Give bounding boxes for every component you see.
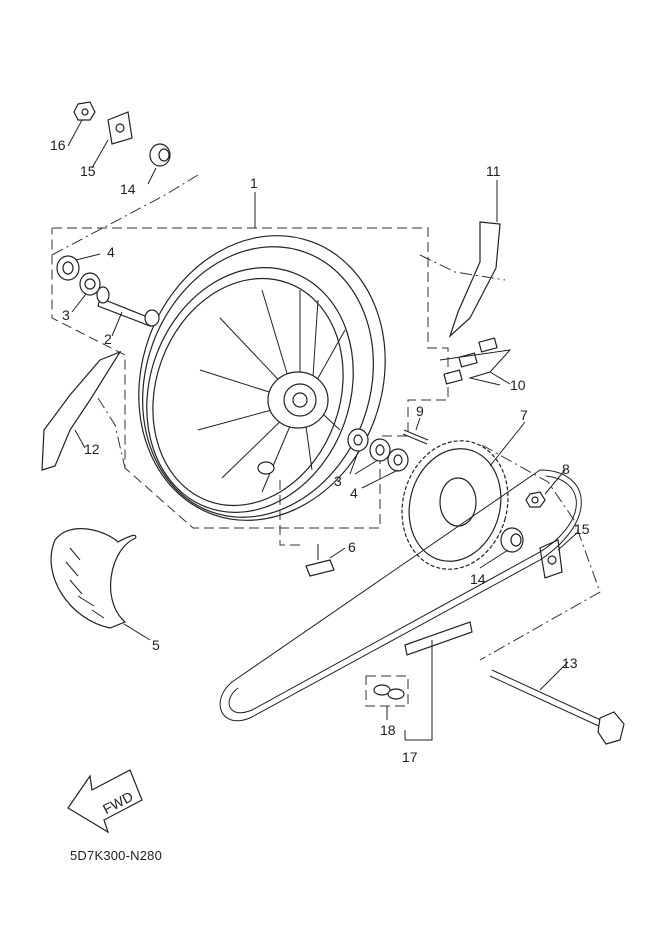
callout-8: 8 bbox=[562, 461, 570, 477]
wheel-axle bbox=[489, 669, 625, 745]
chain-bracket-17 bbox=[405, 640, 433, 741]
callout-3-right: 3 bbox=[334, 473, 342, 489]
callout-4-right: 4 bbox=[350, 485, 358, 501]
callout-1: 1 bbox=[250, 175, 258, 191]
chain-puller-collar bbox=[500, 527, 524, 553]
callout-2: 2 bbox=[104, 331, 112, 347]
callout-5: 5 bbox=[152, 637, 160, 653]
hardware-leader-dashdot bbox=[51, 174, 199, 256]
callout-16: 16 bbox=[50, 137, 66, 153]
rear-wheel bbox=[138, 235, 386, 521]
tire-valve bbox=[305, 544, 335, 577]
bearing-left bbox=[56, 255, 80, 281]
strip-leader-12 bbox=[97, 397, 126, 469]
tire bbox=[50, 528, 137, 629]
callout-10: 10 bbox=[510, 377, 526, 393]
valve-leader bbox=[279, 480, 300, 546]
callout-13: 13 bbox=[562, 655, 578, 671]
callout-15-top: 15 bbox=[80, 163, 96, 179]
callout-3-left: 3 bbox=[62, 307, 70, 323]
fwd-arrow: FWD bbox=[67, 769, 143, 834]
callout-15-right: 15 bbox=[574, 521, 590, 537]
sprocket bbox=[401, 440, 509, 570]
plate-15 bbox=[107, 111, 133, 145]
callout-14-top: 14 bbox=[120, 181, 136, 197]
chain-puller-plate bbox=[539, 539, 563, 579]
rim-strip-12 bbox=[41, 350, 122, 471]
callout-7: 7 bbox=[520, 407, 528, 423]
oil-seal-left bbox=[79, 272, 101, 296]
drive-chain bbox=[219, 469, 582, 722]
right-hardware-leader bbox=[479, 444, 601, 661]
callout-14-right: 14 bbox=[470, 571, 486, 587]
balance-weights bbox=[439, 337, 512, 386]
callout-17: 17 bbox=[402, 749, 418, 765]
callout-4-left: 4 bbox=[107, 244, 115, 260]
rim-strip-11 bbox=[448, 221, 501, 338]
callout-6: 6 bbox=[348, 539, 356, 555]
callout-12: 12 bbox=[84, 441, 100, 457]
callout-11: 11 bbox=[486, 163, 501, 179]
sprocket-nut bbox=[525, 491, 546, 508]
wheel-assembly-boundary bbox=[51, 227, 449, 529]
strip-leader-11 bbox=[419, 254, 506, 281]
collar-part bbox=[96, 286, 160, 327]
stud-bolt bbox=[402, 429, 429, 445]
chain-joint-clip bbox=[365, 675, 409, 707]
diagram-code: 5D7K300-N280 bbox=[70, 848, 163, 863]
callout-18: 18 bbox=[380, 722, 396, 738]
callout-9: 9 bbox=[416, 403, 424, 419]
bearing-right-group bbox=[347, 428, 409, 472]
leader-lines bbox=[67, 119, 579, 720]
nut-16 bbox=[73, 101, 96, 121]
collar-14 bbox=[149, 143, 171, 167]
